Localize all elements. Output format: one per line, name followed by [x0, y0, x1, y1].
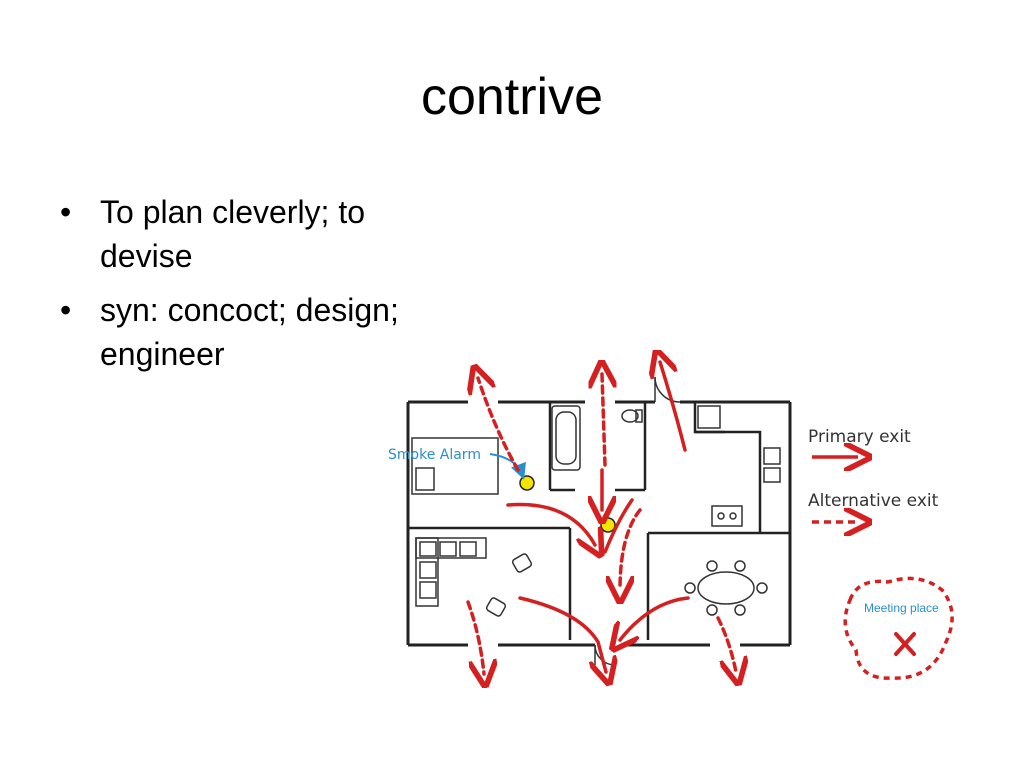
dining-table-icon	[684, 560, 768, 616]
sofa-icon	[415, 537, 487, 607]
fire-escape-plan-illustration: Smoke Alarm Primary exit	[380, 350, 970, 690]
bullet-text-line2: devise	[100, 238, 193, 274]
meeting-place-x-icon	[894, 632, 916, 656]
smoke-alarm-label: Smoke Alarm	[388, 447, 481, 463]
bed-icon	[411, 437, 499, 495]
armchair-icon	[485, 553, 533, 617]
toilet-icon	[621, 409, 643, 423]
bullet-list: • To plan cleverly; to devise • syn: con…	[56, 190, 476, 386]
bullet-item-definition: • To plan cleverly; to devise	[56, 190, 476, 278]
bullet-item-synonyms: • syn: concoct; design; engineer	[56, 288, 476, 376]
meeting-place-boundary	[843, 576, 954, 680]
bullet-dot: •	[60, 292, 72, 328]
bullet-text-line2: engineer	[100, 336, 225, 372]
slide-title: contrive	[420, 68, 604, 126]
house-walls	[406, 400, 792, 647]
kitchen-fixtures-icon	[697, 405, 781, 527]
interior-walls	[408, 402, 790, 640]
alternative-exit-label: Alternative exit	[808, 491, 939, 511]
bullet-dot: •	[60, 194, 72, 230]
primary-exit-routes	[506, 362, 690, 672]
meeting-place-label: Meeting place	[864, 601, 939, 615]
bathtub-icon	[551, 405, 581, 471]
smoke-alarm-icon	[519, 475, 535, 491]
alternative-exit-routes	[466, 374, 736, 674]
floor-plan-svg: Smoke Alarm Primary exit	[388, 350, 954, 690]
primary-exit-label: Primary exit	[808, 427, 911, 447]
bullet-text-line1: syn: concoct; design;	[100, 292, 399, 328]
bullet-text-line1: To plan cleverly; to	[100, 194, 366, 230]
